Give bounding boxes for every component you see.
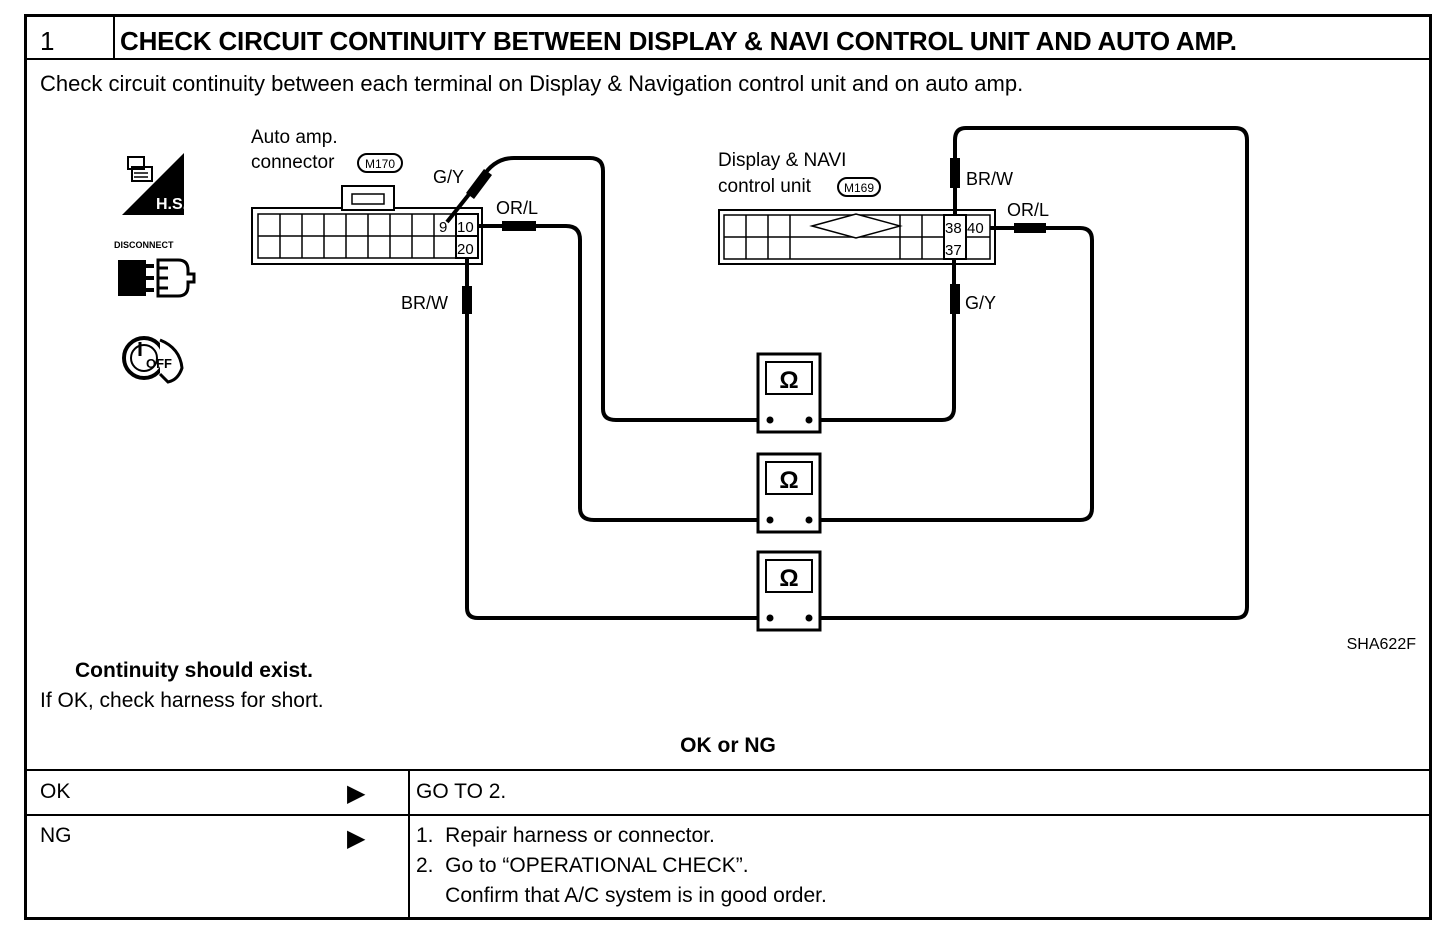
auto-amp-connector-badge (357, 153, 403, 173)
wire-label-brw-right: BR/W (966, 169, 1013, 189)
harness-wires (445, 126, 1249, 620)
navi-connector-badge (837, 177, 881, 197)
terminal-37: 37 (945, 242, 962, 259)
if-ok-note: If OK, check harness for short. (40, 689, 324, 712)
ohmmeter-3: Ω (756, 550, 822, 632)
ignition-off-icon: OFF (120, 328, 186, 390)
outcome-ng-label: NG (40, 824, 72, 847)
wire-label-orl-left: OR/L (496, 198, 538, 218)
step-title: CHECK CIRCUIT CONTINUITY BETWEEN DISPLAY… (120, 26, 1237, 56)
wire-label-gy-left: G/Y (433, 167, 464, 187)
terminal-40: 40 (967, 220, 984, 237)
procedure-frame (24, 14, 1432, 920)
continuity-requirement: Continuity should exist. (75, 659, 314, 682)
navi-connector-id: M169 (844, 181, 874, 195)
outcome-ok-action: GO TO 2. (416, 780, 507, 803)
wire-label-brw-left: BR/W (401, 293, 448, 313)
header-divider (24, 58, 1432, 60)
navi-label-line2: control unit (718, 176, 812, 197)
navi-label-line1: Display & NAVI (718, 150, 846, 171)
figure-code: SHA622F (1347, 636, 1417, 653)
outcome-ok-arrow: ▶ (347, 780, 366, 807)
ohmmeter-1: Ω (756, 352, 822, 434)
auto-amp-label-line2: connector (251, 152, 335, 173)
outcome-ng-action-2: 2. Go to “OPERATIONAL CHECK”. (416, 854, 749, 877)
auto-amp-connector (251, 185, 483, 265)
outcome-ng-action-1: 1. Repair harness or connector. (416, 824, 715, 847)
terminal-20: 20 (457, 241, 474, 258)
hs-icon: H.S. (122, 153, 187, 215)
ohm-symbol: Ω (779, 367, 798, 394)
ohm-symbol: Ω (779, 565, 798, 592)
ok-or-ng-heading: OK or NG (680, 734, 776, 757)
outcome-top-divider (24, 769, 1432, 771)
instruction-text: Check circuit continuity between each te… (40, 71, 1024, 96)
terminal-38: 38 (945, 220, 962, 237)
terminal-9: 9 (439, 219, 447, 236)
wire-label-gy-right: G/Y (965, 293, 996, 313)
ignition-off-label: OFF (146, 356, 172, 371)
navi-connector (718, 209, 996, 265)
outcome-ng-action-3: Confirm that A/C system is in good order… (416, 884, 827, 907)
outcome-column-divider (408, 769, 410, 919)
disconnect-icon-label: DISCONNECT (114, 240, 174, 250)
hs-icon-label: H.S. (156, 196, 184, 213)
outcome-ok-label: OK (40, 780, 71, 803)
probe-tips (462, 158, 1046, 314)
ohmmeter-2: Ω (756, 452, 822, 534)
terminal-10: 10 (457, 219, 474, 236)
outcome-ng-arrow: ▶ (347, 825, 366, 852)
ohm-symbol: Ω (779, 467, 798, 494)
step-number: 1 (40, 26, 55, 56)
outcome-mid-divider (24, 814, 1432, 816)
disconnect-icon: DISCONNECT (112, 238, 196, 304)
wire-label-orl-right: OR/L (1007, 200, 1049, 220)
auto-amp-label-line1: Auto amp. (251, 127, 338, 148)
auto-amp-connector-id: M170 (365, 157, 395, 171)
header-column-divider (113, 14, 115, 59)
